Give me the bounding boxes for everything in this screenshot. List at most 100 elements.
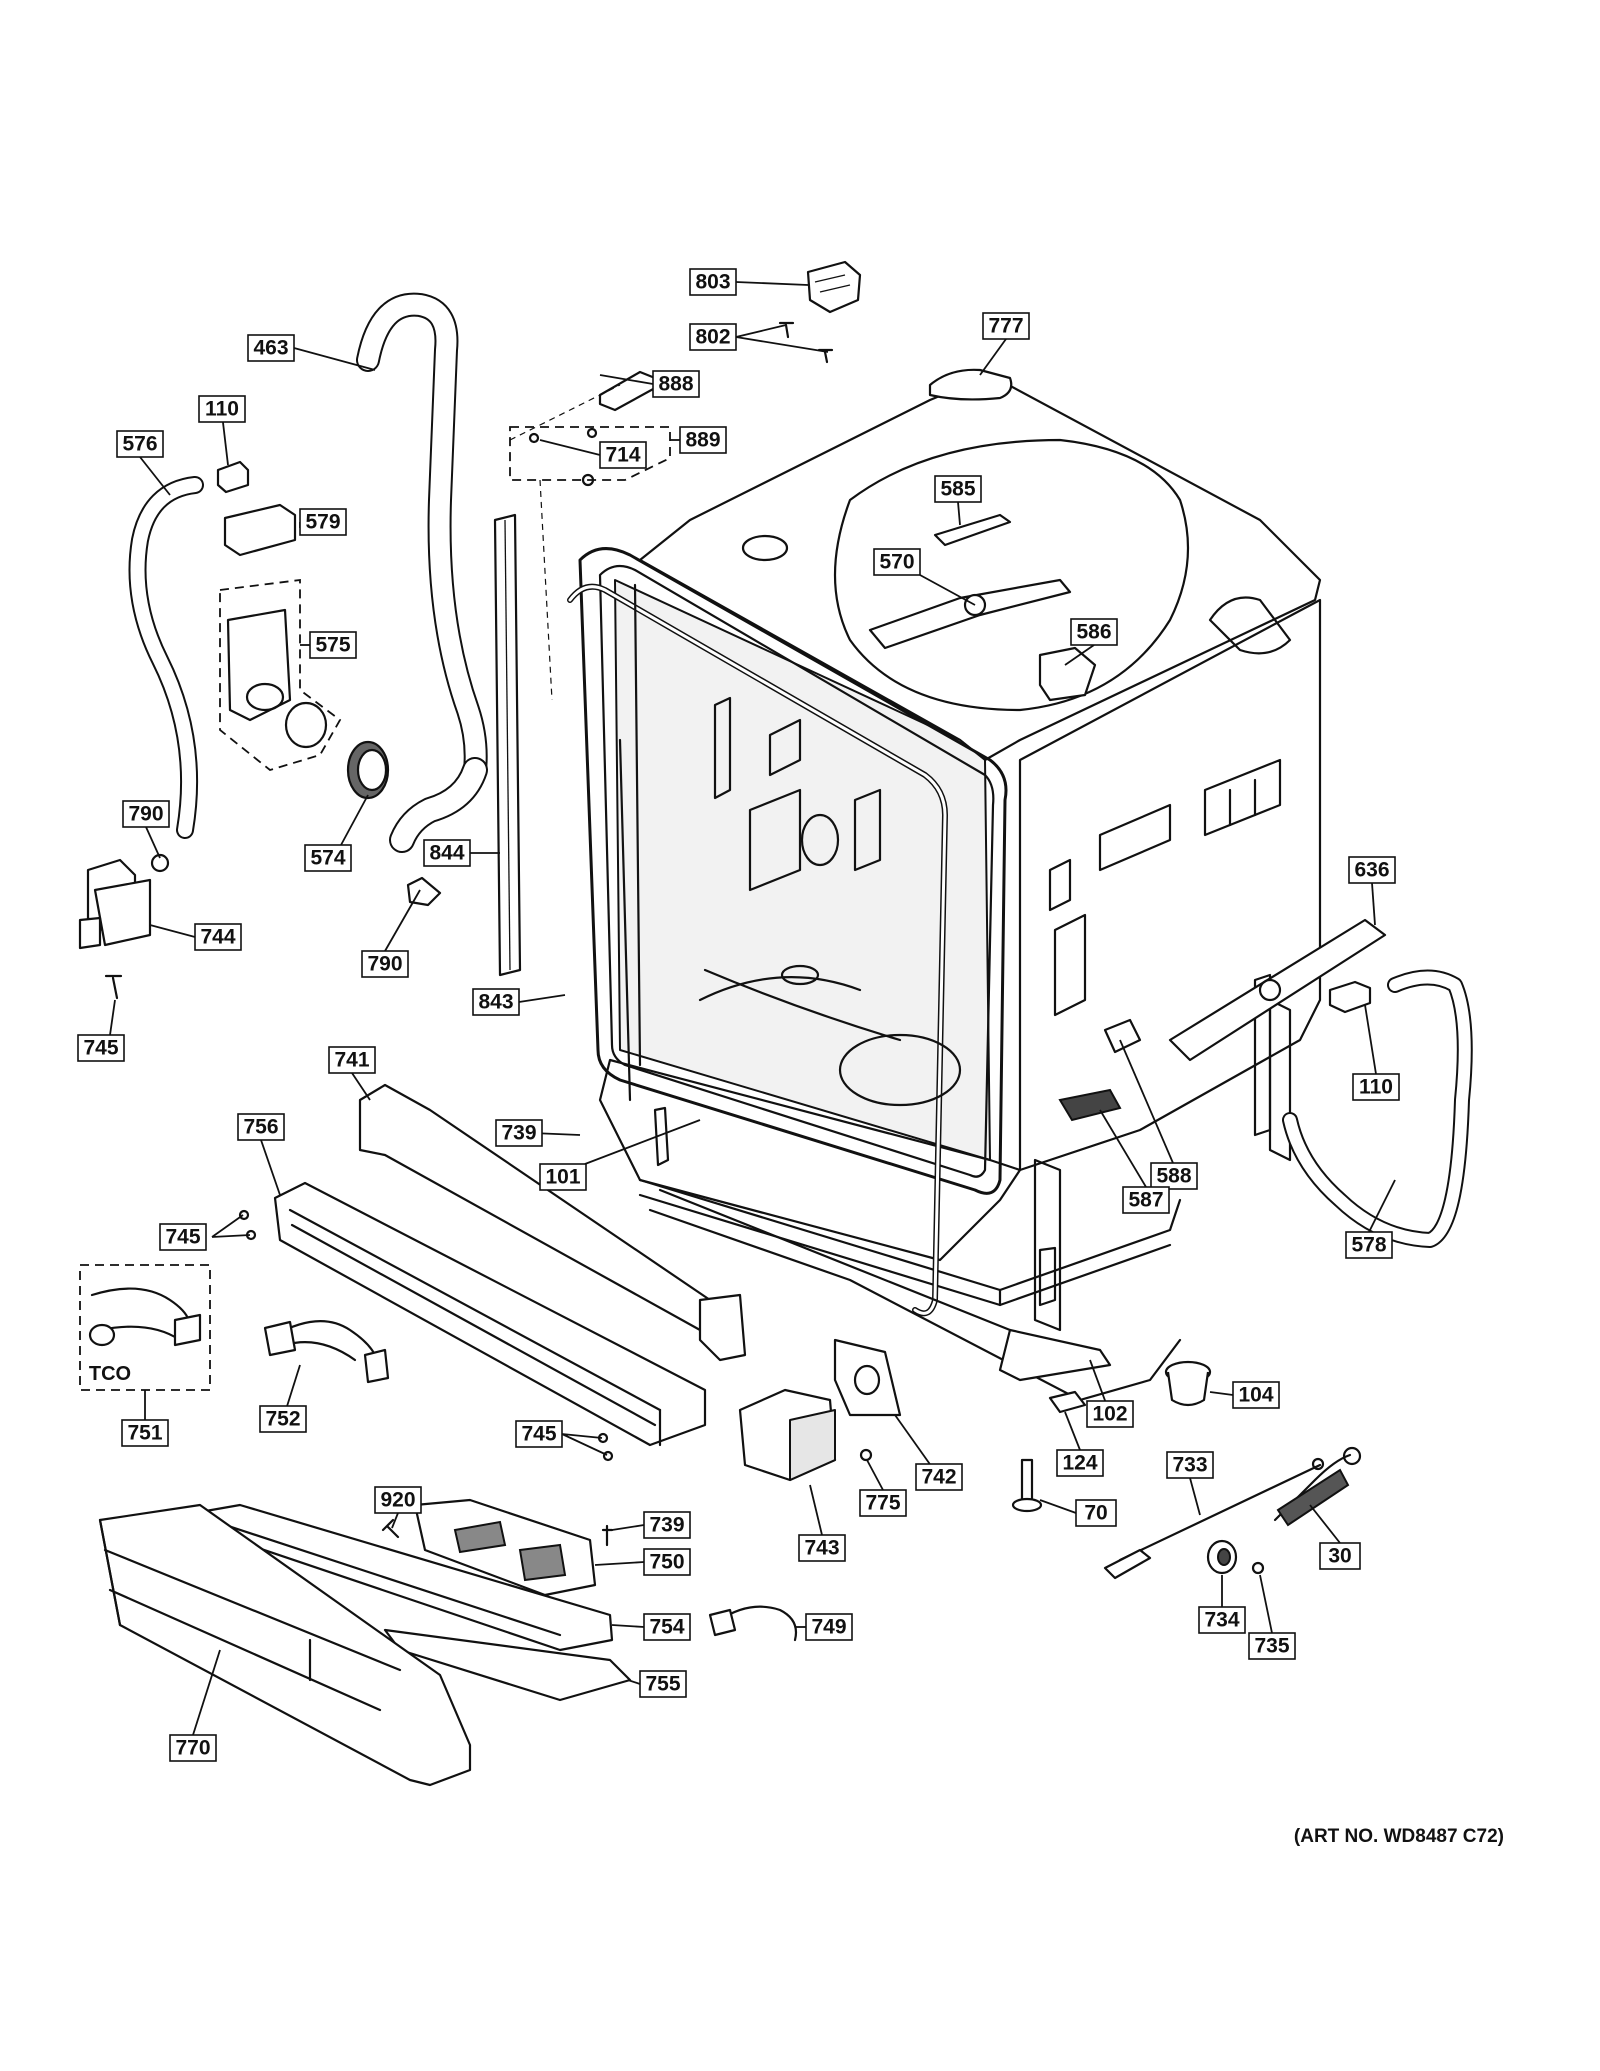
callout-735[interactable]: 735 (1248, 1632, 1296, 1660)
callout-756[interactable]: 756 (237, 1113, 285, 1141)
callout-574[interactable]: 574 (304, 844, 352, 872)
callout-775-text: 775 (865, 1492, 900, 1515)
callout-578[interactable]: 578 (1345, 1231, 1393, 1259)
callout-844-text: 844 (429, 842, 464, 865)
callout-754[interactable]: 754 (643, 1613, 691, 1641)
bracket-888 (598, 370, 657, 412)
callout-102[interactable]: 102 (1086, 1400, 1134, 1428)
control-board-750 (413, 1498, 597, 1597)
callout-104[interactable]: 104 (1232, 1381, 1280, 1409)
callout-739-upper[interactable]: 739 (495, 1119, 543, 1147)
latch-screws (778, 321, 834, 364)
callout-742[interactable]: 742 (915, 1463, 963, 1491)
callout-756-text: 756 (243, 1116, 278, 1139)
callout-30[interactable]: 30 (1319, 1542, 1361, 1570)
callout-775[interactable]: 775 (859, 1489, 907, 1517)
callout-790-mid[interactable]: 790 (361, 950, 409, 978)
callout-587-text: 587 (1128, 1189, 1163, 1212)
leader-lines (109, 281, 1396, 1736)
callout-770[interactable]: 770 (169, 1734, 217, 1762)
callout-889-text: 889 (685, 429, 720, 452)
callout-751[interactable]: 751 (121, 1419, 169, 1447)
callout-587[interactable]: 587 (1122, 1186, 1170, 1214)
callout-733[interactable]: 733 (1166, 1451, 1214, 1479)
callout-586[interactable]: 586 (1070, 618, 1118, 646)
part-group-751-outline (79, 1264, 211, 1391)
callout-110-top[interactable]: 110 (198, 395, 246, 423)
callout-576-text: 576 (122, 433, 157, 456)
screw-745-left (104, 974, 123, 1000)
fitting-110-right (1328, 980, 1372, 1014)
callout-920[interactable]: 920 (374, 1486, 422, 1514)
callout-749[interactable]: 749 (805, 1613, 853, 1641)
callout-636[interactable]: 636 (1348, 856, 1396, 884)
callout-714-text: 714 (605, 444, 640, 467)
callout-745-mid-text: 745 (165, 1226, 200, 1249)
callout-714[interactable]: 714 (599, 441, 647, 469)
fitting-110-left (216, 460, 250, 494)
part-102 (998, 1328, 1112, 1382)
part-777 (928, 368, 1013, 401)
callout-889[interactable]: 889 (679, 426, 727, 454)
callout-755-text: 755 (645, 1673, 680, 1696)
callout-745-lower[interactable]: 745 (515, 1420, 563, 1448)
callout-575[interactable]: 575 (309, 631, 357, 659)
part-575-body (226, 608, 328, 749)
callout-843[interactable]: 843 (472, 988, 520, 1016)
spring-30 (1273, 1446, 1362, 1527)
callout-739-lower[interactable]: 739 (643, 1511, 691, 1539)
callout-755[interactable]: 755 (639, 1670, 687, 1698)
callout-733-text: 733 (1172, 1454, 1207, 1477)
callout-578-text: 578 (1351, 1234, 1386, 1257)
drain-hose-463 (356, 292, 488, 853)
callout-570[interactable]: 570 (873, 548, 921, 576)
callout-741[interactable]: 741 (328, 1046, 376, 1074)
callout-790-left[interactable]: 790 (122, 800, 170, 828)
callout-844[interactable]: 844 (423, 839, 471, 867)
callout-70[interactable]: 70 (1075, 1499, 1117, 1527)
callout-744-text: 744 (200, 926, 235, 949)
cable-733 (1103, 1457, 1325, 1580)
inlet-hose-576 (128, 476, 204, 839)
callout-777[interactable]: 777 (982, 312, 1030, 340)
callout-742-text: 742 (921, 1466, 956, 1489)
packing-block-770 (98, 1503, 472, 1787)
callout-743[interactable]: 743 (798, 1534, 846, 1562)
callout-734[interactable]: 734 (1198, 1606, 1246, 1634)
part-group-575-outline (219, 578, 342, 771)
callout-734-text: 734 (1204, 1609, 1239, 1632)
callout-588[interactable]: 588 (1150, 1162, 1198, 1190)
callout-110-right-text: 110 (1359, 1076, 1393, 1099)
callout-888[interactable]: 888 (652, 370, 700, 398)
part-579 (223, 503, 297, 557)
part-586 (1038, 646, 1097, 702)
callout-745-left[interactable]: 745 (77, 1034, 125, 1062)
callout-790-left-text: 790 (128, 803, 163, 826)
callout-110-right[interactable]: 110 (1352, 1073, 1400, 1101)
callout-585[interactable]: 585 (934, 475, 982, 503)
callout-750-text: 750 (649, 1551, 684, 1574)
callout-803[interactable]: 803 (689, 268, 737, 296)
callout-744[interactable]: 744 (194, 923, 242, 951)
callout-745-mid[interactable]: 745 (159, 1223, 207, 1251)
housing-756 (273, 1181, 707, 1447)
inlet-valve-744 (78, 858, 152, 950)
callout-124[interactable]: 124 (1056, 1449, 1104, 1477)
callout-579[interactable]: 579 (299, 508, 347, 536)
alignment-line (509, 384, 621, 441)
callout-750[interactable]: 750 (643, 1548, 691, 1576)
callout-576[interactable]: 576 (116, 430, 164, 458)
door-latch-part (806, 260, 862, 314)
callout-802[interactable]: 802 (689, 323, 737, 351)
screw-775 (859, 1448, 873, 1462)
callout-739-lower-text: 739 (649, 1514, 684, 1537)
callout-751-text: 751 (127, 1422, 162, 1445)
callout-463[interactable]: 463 (247, 334, 295, 362)
part-585 (933, 513, 1012, 547)
callout-110-top-text: 110 (205, 398, 239, 421)
callout-752[interactable]: 752 (259, 1405, 307, 1433)
callout-101[interactable]: 101 (539, 1163, 587, 1191)
panel-636 (1168, 918, 1387, 1062)
callout-574-text: 574 (310, 847, 345, 870)
